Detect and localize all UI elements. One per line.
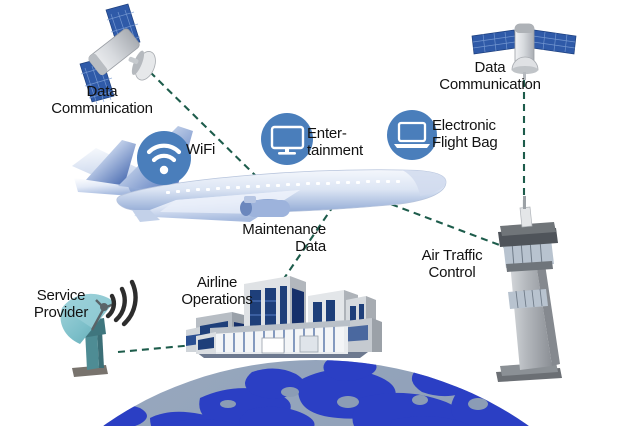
laptop-icon <box>387 110 437 160</box>
satellite-icon-left <box>79 3 156 105</box>
link-aircraft-to-tower <box>379 199 511 250</box>
airplane-icon <box>72 126 447 222</box>
link-satellite-left-to-aircraft <box>149 71 263 183</box>
signal-waves-icon <box>105 279 138 327</box>
office-buildings-icon <box>186 276 382 358</box>
control-tower-icon <box>496 196 562 382</box>
wifi-icon <box>137 131 191 185</box>
satellite-icon-right <box>471 23 577 80</box>
satellite-dish-icon <box>60 279 138 377</box>
link-provider-to-airline-ops <box>117 341 217 354</box>
monitor-icon <box>261 113 313 165</box>
